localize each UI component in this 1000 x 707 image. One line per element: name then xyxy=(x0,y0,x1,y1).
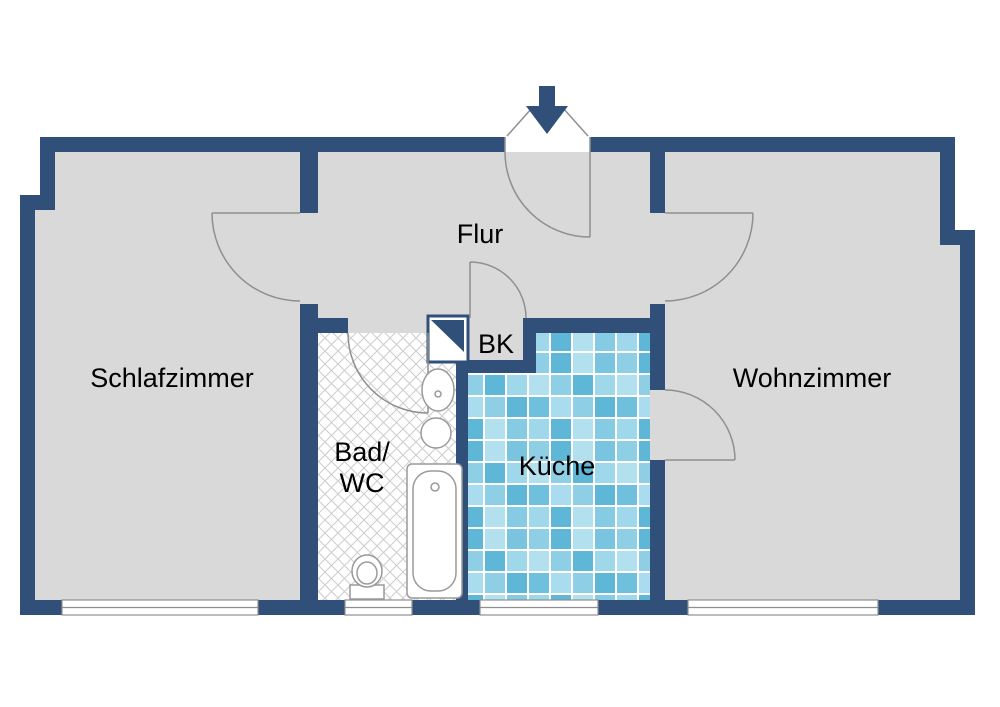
round-fixture xyxy=(420,417,452,449)
wall-segment xyxy=(300,137,318,213)
windows xyxy=(61,599,879,616)
washbasin xyxy=(421,368,455,412)
door-wohnzimmer xyxy=(664,212,754,302)
wall-segment xyxy=(523,318,650,333)
door-gap-floor xyxy=(650,390,665,460)
wall-segment xyxy=(300,304,318,600)
entrance-arrow-icon xyxy=(526,86,568,134)
room-label-flur: Flur xyxy=(457,219,504,249)
shaft-box xyxy=(426,314,470,364)
window-wohnzimmer xyxy=(687,599,879,616)
wall-segment xyxy=(650,460,665,600)
entrance-jamb-lines xyxy=(504,137,591,152)
wall-segment xyxy=(40,137,505,152)
bath-fixtures xyxy=(349,368,463,600)
wall-segment xyxy=(650,137,665,213)
kueche-floor-tiles xyxy=(468,333,650,600)
room-label-bad-line1: Bad/ xyxy=(334,437,390,467)
wall-segment xyxy=(318,318,348,333)
bk-niche-floor xyxy=(468,318,523,360)
door-entrance xyxy=(504,151,591,238)
wall-segment xyxy=(40,137,55,210)
room-label-kueche: Küche xyxy=(519,451,596,481)
door-schlafzimmer xyxy=(211,212,301,302)
bathtub xyxy=(406,463,463,599)
room-label-bk: BK xyxy=(478,329,514,359)
room-labels: Schlafzimmer Flur BK Bad/ WC Küche Wohnz… xyxy=(90,219,891,498)
schlafzimmer-floor xyxy=(35,152,300,600)
wall-segment xyxy=(960,230,975,615)
wall-segment xyxy=(456,360,536,373)
window-schlafzimmer xyxy=(61,599,259,616)
bk-floor xyxy=(468,318,523,360)
room-label-schlafzimmer: Schlafzimmer xyxy=(90,363,254,393)
window-bad xyxy=(344,599,413,616)
wall-segment xyxy=(20,195,35,615)
wohnzimmer-floor xyxy=(665,152,960,600)
door-bk xyxy=(469,261,527,319)
washbasin-drain xyxy=(434,390,442,398)
room-label-bad-line2: WC xyxy=(340,468,385,498)
room-label-wohnzimmer: Wohnzimmer xyxy=(733,363,892,393)
wall-segment xyxy=(590,137,955,152)
door-gap-floor xyxy=(348,318,428,333)
entrance-opening xyxy=(505,137,590,152)
door-gap-floor xyxy=(650,213,665,304)
shaft-diagonal xyxy=(431,320,464,352)
walls xyxy=(20,137,975,615)
room-floors xyxy=(35,152,960,600)
window-kueche xyxy=(479,599,599,616)
door-kueche-wohnzimmer xyxy=(664,389,736,461)
flur-floor xyxy=(318,152,650,318)
wall-segment xyxy=(650,304,665,390)
wall-segment xyxy=(940,137,955,245)
toilet xyxy=(349,554,385,600)
entrance-funnel-lines xyxy=(506,107,589,137)
door-gap-floor xyxy=(300,213,318,304)
wall-segment xyxy=(523,318,536,373)
